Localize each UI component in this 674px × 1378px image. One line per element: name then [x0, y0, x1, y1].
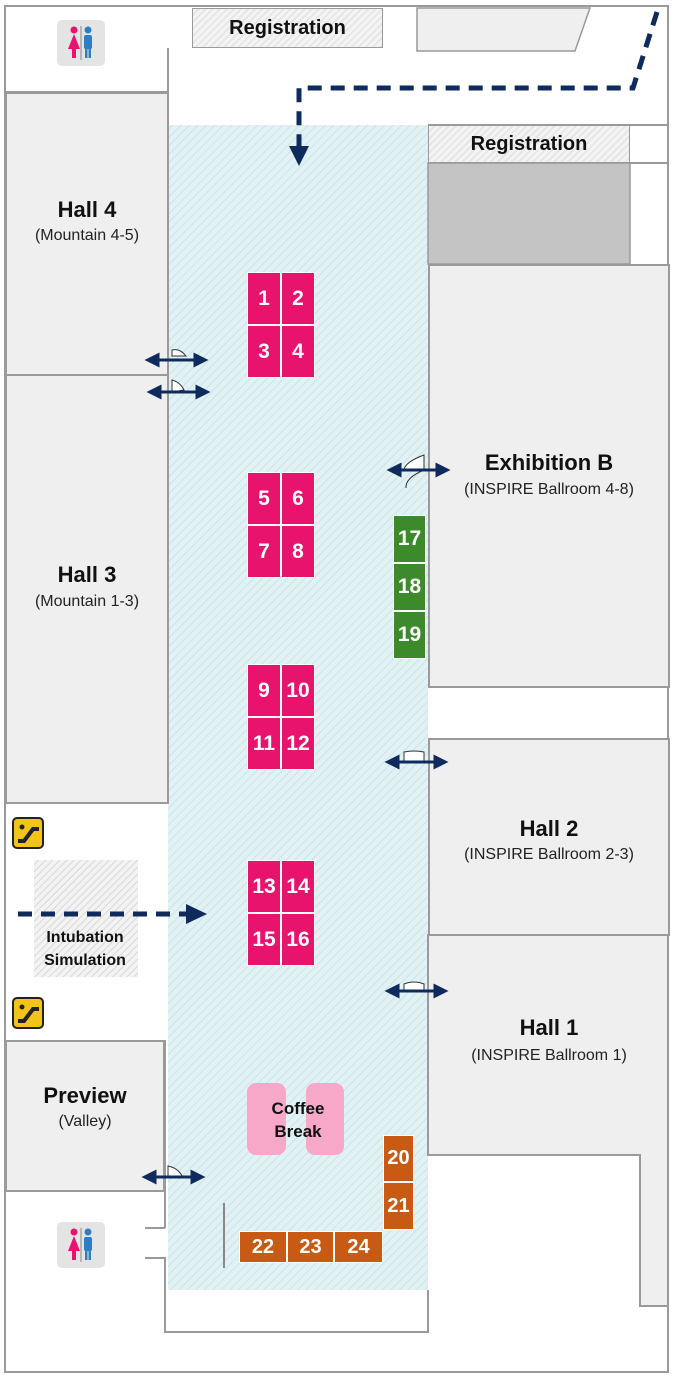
registration-desk-top: Registration [192, 8, 383, 48]
booth[interactable]: 8 [281, 525, 315, 578]
booth[interactable]: 24 [334, 1231, 383, 1263]
exhibition-b[interactable]: Exhibition B (INSPIRE Ballroom 4-8) [428, 264, 670, 688]
intubation-label-line2: Simulation [44, 952, 126, 969]
preview-name: Preview [43, 1083, 127, 1108]
coffee-table-right [306, 1083, 344, 1155]
hall-1-name: Hall 1 [519, 1015, 579, 1040]
booth[interactable]: 3 [247, 325, 281, 378]
booth[interactable]: 5 [247, 472, 281, 525]
hall-2-subtitle: (INSPIRE Ballroom 2-3) [464, 846, 634, 863]
dashed-arrow-icon [289, 11, 660, 166]
hall-1-subtitle: (INSPIRE Ballroom 1) [471, 1047, 627, 1064]
escalator-icon [12, 817, 44, 849]
restroom-icon [57, 1222, 105, 1268]
door-icon [386, 454, 451, 489]
hall-3[interactable]: Hall 3 (Mountain 1-3) [5, 374, 169, 804]
door-icon [384, 981, 449, 999]
coffee-label-line1: Coffee [271, 1099, 325, 1118]
booth[interactable]: 19 [393, 611, 426, 659]
upper-area [416, 7, 592, 52]
booth[interactable]: 6 [281, 472, 315, 525]
exhibition-b-subtitle: (INSPIRE Ballroom 4-8) [464, 481, 634, 498]
booth[interactable]: 4 [281, 325, 315, 378]
booth[interactable]: 14 [281, 860, 315, 913]
coffee-table-left [247, 1083, 286, 1155]
intubation-label-line1: Intubation [46, 929, 124, 946]
hall-2[interactable]: Hall 2 (INSPIRE Ballroom 2-3) [428, 738, 670, 936]
booth[interactable]: 7 [247, 525, 281, 578]
door-icon [146, 379, 211, 400]
booth[interactable]: 9 [247, 664, 281, 717]
hall-4-subtitle: (Mountain 4-5) [34, 227, 140, 244]
registration-desk-right: Registration [428, 125, 630, 163]
booth[interactable]: 13 [247, 860, 281, 913]
booth[interactable]: 23 [287, 1231, 334, 1263]
booth[interactable]: 15 [247, 913, 281, 966]
booth[interactable]: 2 [281, 272, 315, 325]
hall-3-name: Hall 3 [57, 562, 117, 587]
escalator-icon [12, 997, 44, 1029]
coffee-break-label[interactable]: Coffee Break [258, 1097, 338, 1143]
booth[interactable]: 20 [383, 1135, 414, 1182]
door-icon [384, 750, 449, 770]
storage-room [427, 162, 631, 265]
preview-room[interactable]: Preview (Valley) [5, 1040, 165, 1192]
booth[interactable]: 16 [281, 913, 315, 966]
booth[interactable]: 21 [383, 1182, 414, 1230]
preview-subtitle: (Valley) [58, 1113, 112, 1130]
booth[interactable]: 18 [393, 563, 426, 611]
dashed-arrow-icon [18, 904, 207, 924]
door-icon [141, 1165, 206, 1185]
hall-1-label[interactable]: Hall 1 (INSPIRE Ballroom 1) [428, 1015, 670, 1075]
booth[interactable]: 10 [281, 664, 315, 717]
hall-3-subtitle: (Mountain 1-3) [34, 593, 140, 610]
booth[interactable]: 11 [247, 717, 281, 770]
booth[interactable]: 17 [393, 515, 426, 563]
booth[interactable]: 22 [239, 1231, 287, 1263]
booth[interactable]: 12 [281, 717, 315, 770]
hall-4[interactable]: Hall 4 (Mountain 4-5) [5, 92, 169, 376]
hall-4-name: Hall 4 [57, 197, 117, 222]
exhibition-b-name: Exhibition B [484, 450, 614, 475]
restroom-icon [57, 20, 105, 66]
hall-2-name: Hall 2 [519, 816, 579, 841]
door-icon [144, 349, 209, 368]
coffee-label-line2: Break [274, 1122, 322, 1141]
intubation-simulation-area [34, 860, 138, 977]
booth[interactable]: 1 [247, 272, 281, 325]
